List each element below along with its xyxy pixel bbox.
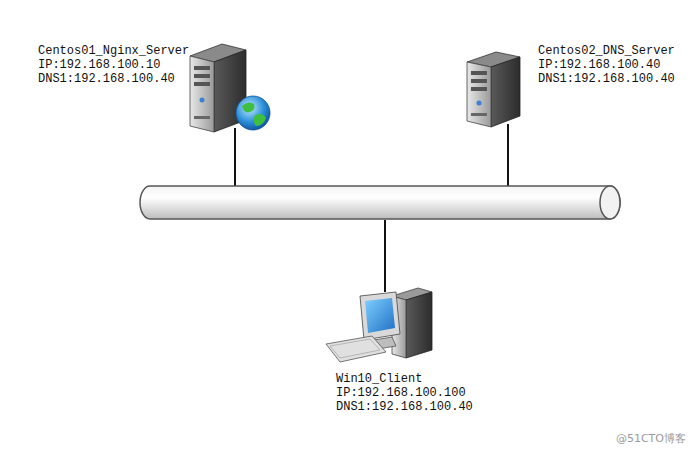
device-address: IP:192.168.100.10	[38, 58, 189, 72]
device-name: Win10_Client	[336, 372, 473, 386]
device-address: DNS1:192.168.100.40	[538, 72, 675, 86]
device-label-block: Centos02_DNS_ServerIP:192.168.100.40DNS1…	[538, 44, 675, 86]
device-label-block: Win10_ClientIP:192.168.100.100DNS1:192.1…	[336, 372, 473, 414]
device-name: Centos02_DNS_Server	[538, 44, 675, 58]
device-address: DNS1:192.168.100.40	[336, 400, 473, 414]
wire	[384, 220, 386, 292]
wire	[507, 124, 509, 188]
network-bus	[140, 186, 620, 219]
watermark: @51CTO博客	[616, 431, 686, 446]
client-pc-icon	[326, 288, 432, 362]
device-name: Centos01_Nginx_Server	[38, 44, 189, 58]
device-address: IP:192.168.100.100	[336, 386, 473, 400]
server-icon	[190, 44, 270, 132]
wire	[234, 128, 236, 188]
device-label-block: Centos01_Nginx_ServerIP:192.168.100.10DN…	[38, 44, 189, 86]
device-address: IP:192.168.100.40	[538, 58, 675, 72]
server-icon	[467, 52, 520, 127]
device-address: DNS1:192.168.100.40	[38, 72, 189, 86]
